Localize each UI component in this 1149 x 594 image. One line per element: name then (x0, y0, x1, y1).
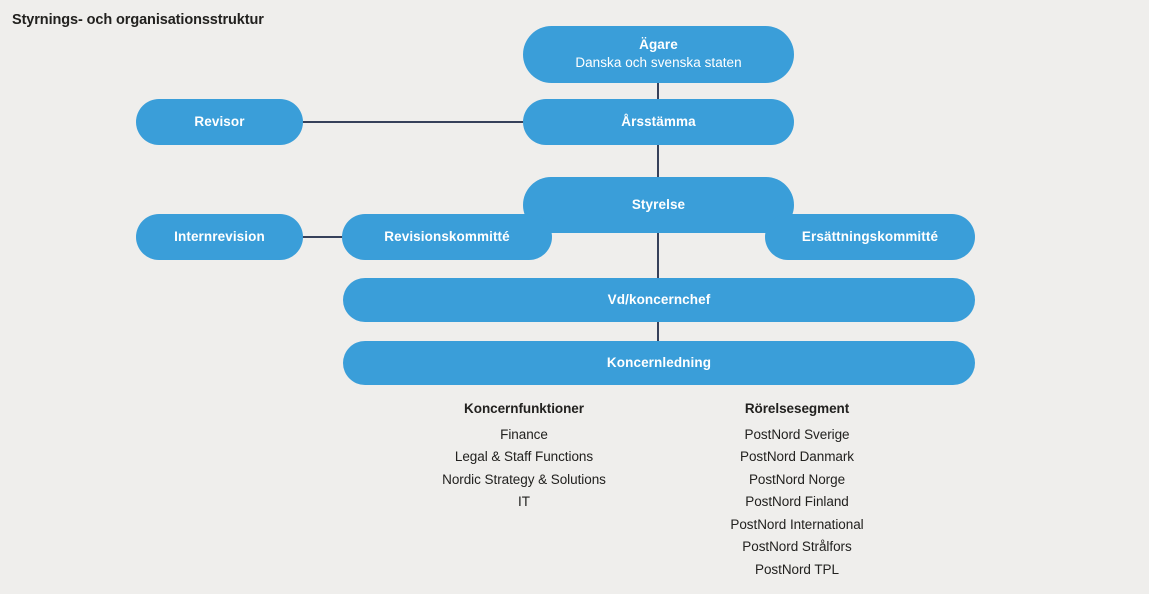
node-vd-koncernchef[interactable]: Vd/koncernchef (343, 278, 975, 322)
node-agare[interactable]: Ägare Danska och svenska staten (523, 26, 794, 83)
node-arsstamma-title: Årsstämma (621, 113, 696, 129)
list-item: PostNord Sverige (744, 426, 850, 442)
node-agare-title: Ägare (639, 36, 678, 52)
node-revisionskommitte-title: Revisionskommitté (384, 228, 510, 244)
list-item: PostNord TPL (755, 561, 839, 577)
list-item: PostNord Strålfors (742, 539, 852, 555)
node-ersattningskommitte-title: Ersättningskommitté (801, 228, 939, 244)
node-revisor[interactable]: Revisor (136, 99, 303, 145)
connector-agare-to-arsstamma (657, 82, 659, 101)
connector-revisor-to-arsstamma (301, 121, 525, 123)
list-item: Legal & Staff Functions (454, 449, 594, 465)
connector-arsstamma-to-styrelse (657, 144, 659, 179)
connector-vd-to-koncernledning (657, 321, 659, 342)
list-item: IT (518, 494, 530, 510)
node-revisor-title: Revisor (194, 113, 245, 129)
node-ersattningskommitte[interactable]: Ersättningskommitté (765, 214, 975, 260)
node-arsstamma[interactable]: Årsstämma (523, 99, 794, 145)
list-item: PostNord International (730, 516, 864, 532)
node-styrelse[interactable]: Styrelse (523, 177, 794, 233)
node-internrevision[interactable]: Internrevision (136, 214, 303, 260)
node-internrevision-title: Internrevision (174, 228, 265, 244)
column-koncernfunktioner-heading: Koncernfunktioner (464, 401, 584, 416)
node-vd-koncernchef-title: Vd/koncernchef (607, 291, 711, 307)
connector-internrevision-to-revisionskommitte (301, 236, 345, 238)
node-agare-subtitle: Danska och svenska staten (575, 54, 742, 70)
list-item: Nordic Strategy & Solutions (442, 471, 606, 487)
connector-styrelse-to-vd (657, 231, 659, 280)
page-title: Styrnings- och organisationsstruktur (12, 12, 264, 28)
list-item: PostNord Finland (745, 494, 849, 510)
node-koncernledning-title: Koncernledning (606, 354, 712, 370)
node-koncernledning[interactable]: Koncernledning (343, 341, 975, 385)
list-item: Finance (500, 426, 548, 442)
node-styrelse-title: Styrelse (631, 196, 686, 212)
column-rorelsesegment-heading: Rörelsesegment (744, 401, 850, 416)
list-item: PostNord Norge (748, 471, 846, 487)
node-revisionskommitte[interactable]: Revisionskommitté (342, 214, 552, 260)
list-item: PostNord Danmark (740, 449, 854, 465)
